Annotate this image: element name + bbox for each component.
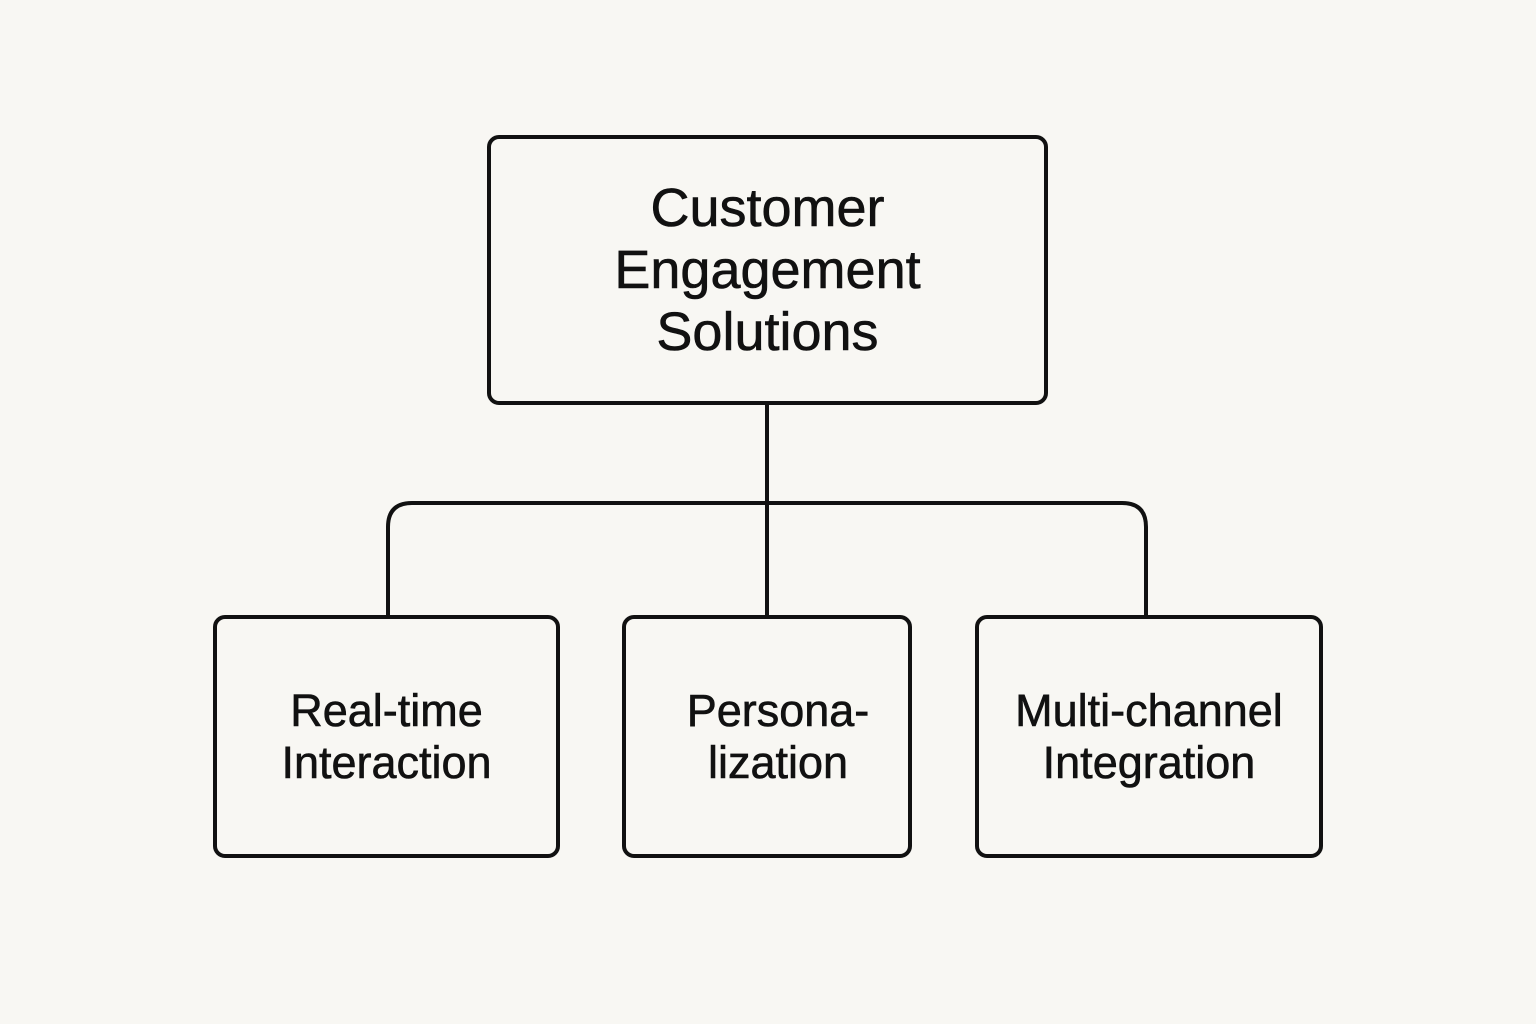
child-node-personalization: Persona- lization — [622, 615, 912, 858]
child-node-real-time-interaction: Real-time Interaction — [213, 615, 560, 858]
child-node-label-line: Real-time — [290, 684, 483, 736]
child-node-label: Real-time Interaction — [281, 684, 492, 789]
root-node-customer-engagement-solutions: Customer Engagement Solutions — [487, 135, 1048, 405]
child-node-label-line: Interaction — [281, 736, 492, 788]
root-node-label-line: Solutions — [656, 302, 879, 363]
root-node-label-line: Customer — [650, 178, 885, 239]
child-node-multi-channel-integration: Multi-channel Integration — [975, 615, 1323, 858]
child-node-label: Multi-channel Integration — [1015, 684, 1283, 789]
root-node-label: Customer Engagement Solutions — [614, 177, 921, 363]
child-node-label: Persona- lization — [665, 684, 870, 789]
child-node-label-line: lization — [707, 736, 849, 788]
child-node-label-line: Integration — [1042, 736, 1256, 788]
child-node-label-line: Multi-channel — [1015, 684, 1283, 736]
child-node-label-line: Persona- — [686, 684, 870, 736]
root-node-label-line: Engagement — [614, 240, 921, 301]
